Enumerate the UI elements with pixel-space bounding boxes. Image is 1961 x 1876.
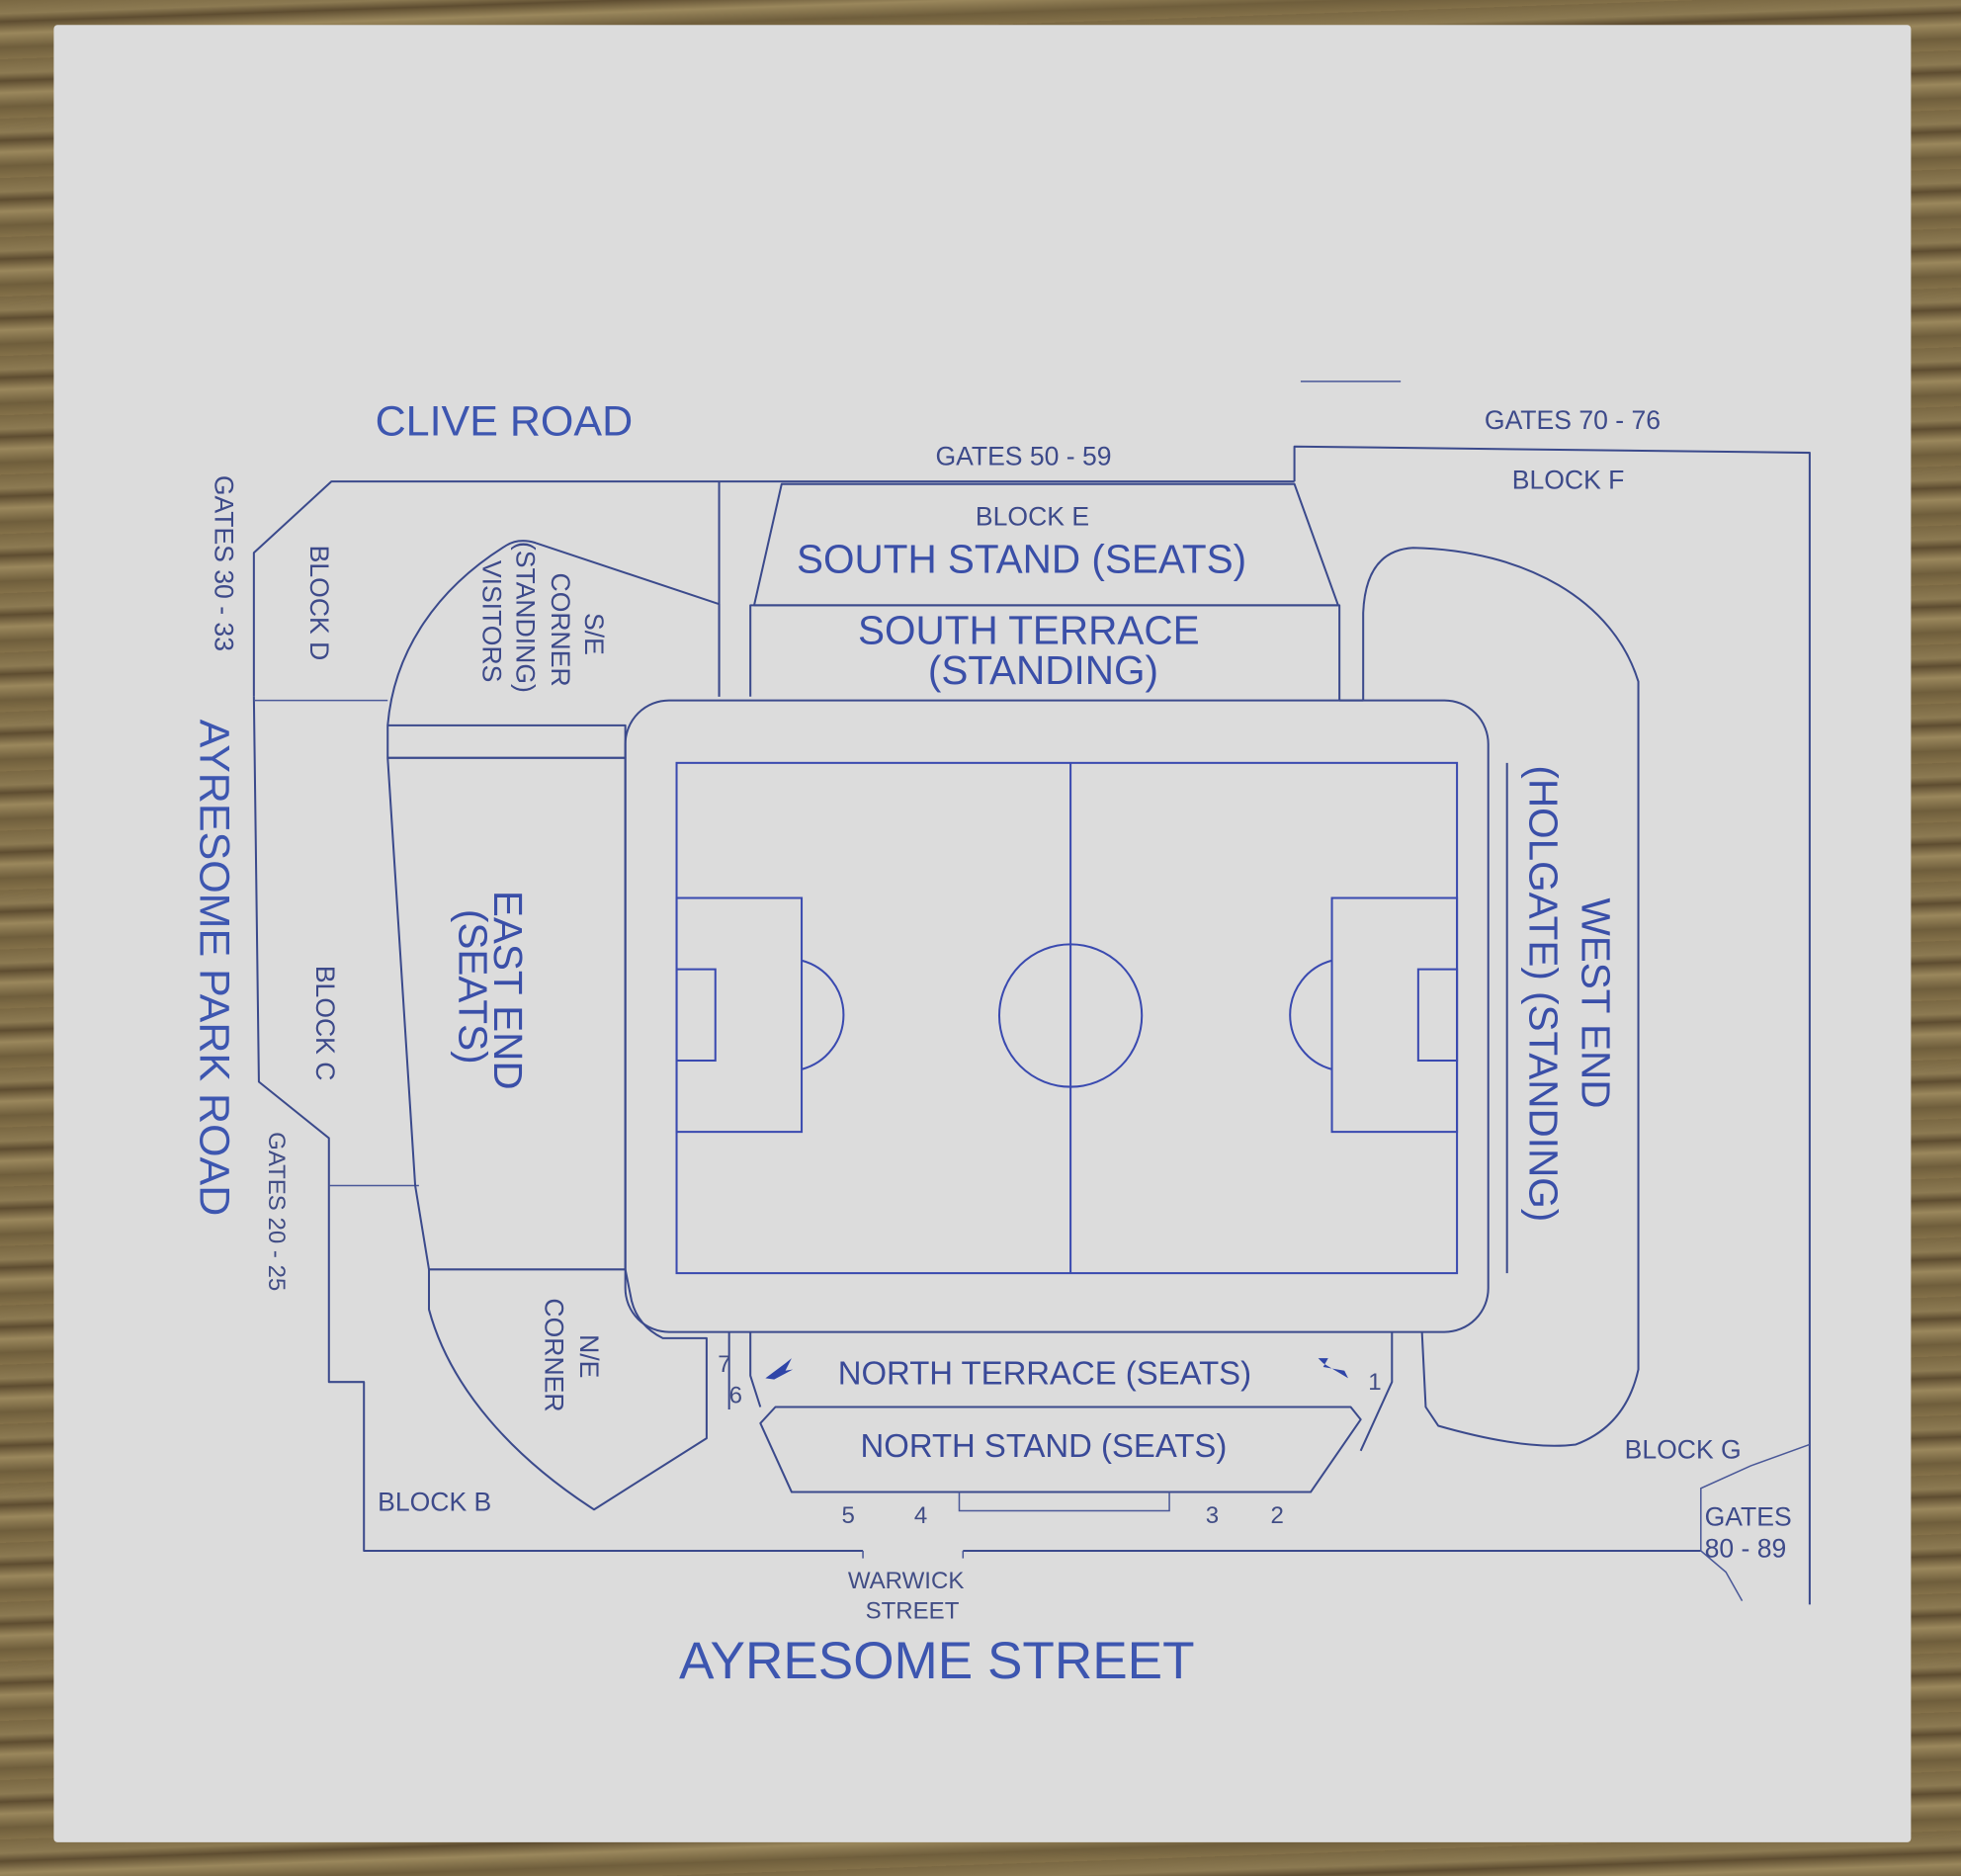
se-corner-label-3: (STANDING) bbox=[511, 542, 541, 693]
south-terrace-label-2: (STANDING) bbox=[928, 647, 1158, 693]
entrance-number-7: 7 bbox=[718, 1351, 730, 1378]
gates-80-89-label-2: 80 - 89 bbox=[1705, 1533, 1787, 1563]
entrance-number-6: 6 bbox=[729, 1383, 742, 1409]
road-label-clive-road: CLIVE ROAD bbox=[376, 397, 634, 445]
entrance-number-4: 4 bbox=[914, 1502, 927, 1529]
se-corner-label-4: VISITORS bbox=[476, 560, 506, 683]
block-c-label: BLOCK C bbox=[310, 966, 340, 1081]
se-corner-section bbox=[386, 540, 721, 725]
block-f-label: BLOCK F bbox=[1512, 466, 1625, 495]
gates-20-25-label: GATES 20 - 25 bbox=[263, 1132, 290, 1291]
west-end-section bbox=[1362, 547, 1640, 1447]
warwick-street-label-1: WARWICK bbox=[848, 1568, 964, 1594]
south-terrace-label-1: SOUTH TERRACE bbox=[858, 608, 1200, 653]
entrance-number-1: 1 bbox=[1368, 1369, 1381, 1396]
north-stand-label: NORTH STAND (SEATS) bbox=[861, 1427, 1228, 1464]
gates-80-89-label-1: GATES bbox=[1705, 1502, 1792, 1532]
entrance-number-3: 3 bbox=[1206, 1502, 1219, 1529]
outer-boundary bbox=[252, 445, 1811, 1605]
west-end-label-2: (HOLGATE) (STANDING) bbox=[1520, 765, 1566, 1222]
east-end-label-2: (SEATS) bbox=[450, 909, 495, 1065]
north-stand-section bbox=[759, 1406, 1362, 1493]
warwick-street-label-2: STREET bbox=[866, 1597, 960, 1624]
east-end-section bbox=[386, 756, 627, 1271]
se-corner-label-2: CORNER bbox=[546, 573, 575, 687]
gates-70-76-label: GATES 70 - 76 bbox=[1485, 405, 1661, 435]
north-terrace-label: NORTH TERRACE (SEATS) bbox=[838, 1355, 1251, 1392]
ne-corner-label-2: CORNER bbox=[540, 1298, 569, 1411]
north-terrace-section bbox=[749, 1331, 762, 1407]
block-g-label: BLOCK G bbox=[1625, 1434, 1742, 1464]
entrance-arrow-right-icon bbox=[1318, 1358, 1348, 1379]
road-label-ayresome-park-road: AYRESOME PARK ROAD bbox=[190, 720, 237, 1217]
se-corner-label-1: S/E bbox=[579, 613, 609, 655]
football-pitch bbox=[675, 761, 1459, 1275]
west-end-label-1: WEST END bbox=[1574, 898, 1619, 1109]
south-stand-label: SOUTH STAND (SEATS) bbox=[797, 537, 1246, 582]
east-end-label-1: EAST END bbox=[485, 891, 531, 1090]
ticket-paper bbox=[53, 25, 1912, 1842]
block-d-label: BLOCK D bbox=[304, 546, 334, 661]
entrance-number-5: 5 bbox=[842, 1502, 855, 1529]
entrance-arrow-left-icon bbox=[765, 1358, 794, 1380]
block-b-label: BLOCK B bbox=[378, 1488, 491, 1517]
ne-corner-label-1: N/E bbox=[574, 1334, 604, 1378]
gates-50-59-label: GATES 50 - 59 bbox=[935, 442, 1111, 471]
gates-30-33-label: GATES 30 - 33 bbox=[210, 475, 239, 651]
north-stand-tunnel bbox=[958, 1492, 1170, 1512]
block-e-label: BLOCK E bbox=[976, 501, 1089, 531]
road-label-ayresome-street: AYRESOME STREET bbox=[679, 1632, 1194, 1690]
pitch-surround bbox=[624, 699, 1490, 1333]
south-terrace-section bbox=[749, 604, 1341, 701]
entrance-number-2: 2 bbox=[1271, 1502, 1284, 1529]
